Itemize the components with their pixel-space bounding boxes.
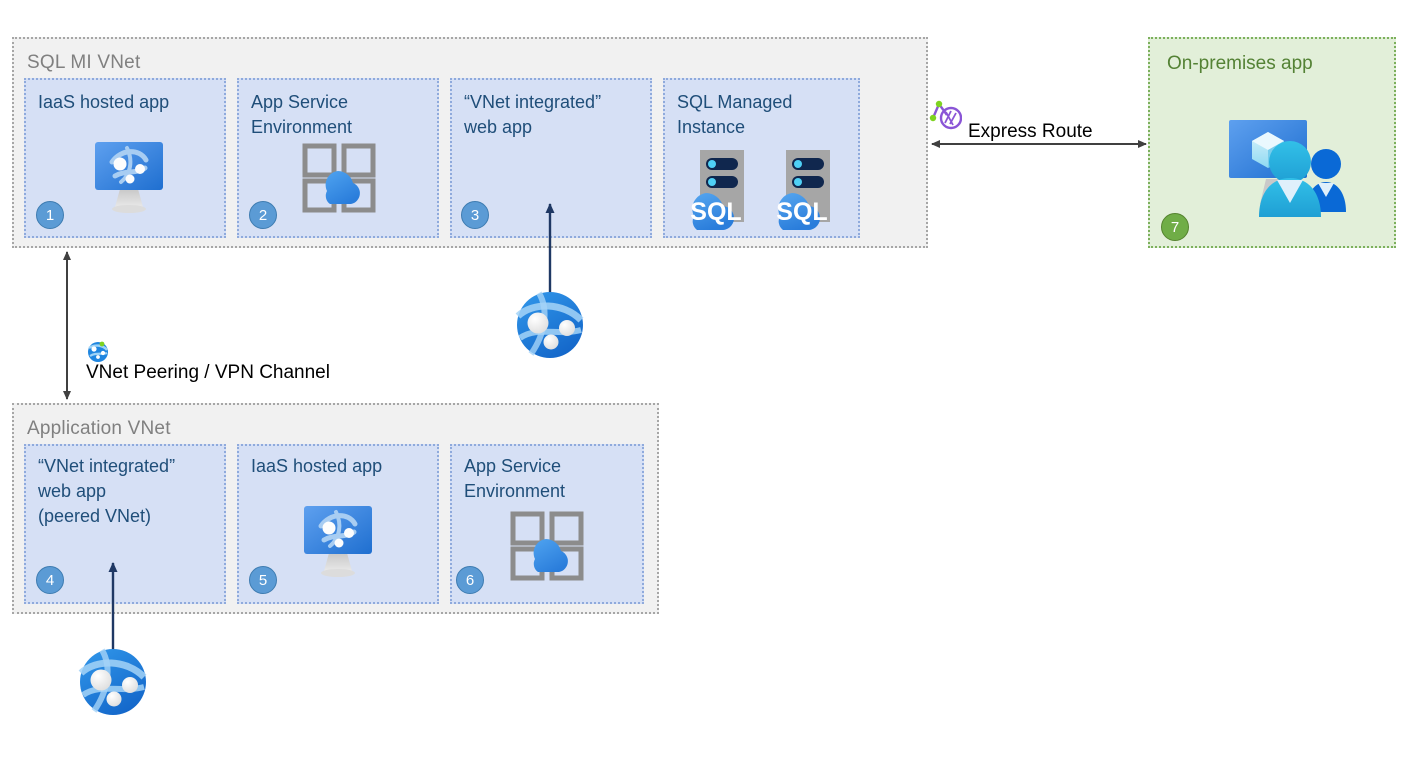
badge-6: 6 <box>456 566 484 594</box>
express-route-icon <box>928 100 963 130</box>
card-label-app-service-environment-bottom: App Service Environment <box>464 456 566 501</box>
azure-vnet-globe-icon-bottom <box>78 647 148 717</box>
app-service-environment-icon <box>300 142 378 214</box>
card-label-app-service-environment-top: App Service Environment <box>251 92 353 137</box>
azure-vnet-globe-icon-top <box>515 290 585 360</box>
card-label-vnet-integrated-web-app-peered: “VNet integrated” web app (peered VNet) <box>38 456 176 526</box>
badge-7: 7 <box>1161 213 1189 241</box>
vnet-peering-globe-icon <box>86 339 110 363</box>
on-premises-users-monitor-icon <box>1214 112 1354 220</box>
card-label-iaas-hosted-app-top: IaaS hosted app <box>38 92 170 112</box>
on-premises-title: On-premises app <box>1167 53 1313 74</box>
app-service-environment-icon-bottom <box>508 510 586 582</box>
badge-4: 4 <box>36 566 64 594</box>
azure-vm-monitor-icon-bottom <box>299 501 377 579</box>
card-label-sql-managed-instance: SQL Managed Instance <box>677 92 793 137</box>
badge-1: 1 <box>36 201 64 229</box>
azure-vm-monitor-icon <box>90 137 168 215</box>
svg-text:SQL: SQL <box>776 198 827 226</box>
sql-managed-instance-icon: SQL SQL <box>686 148 858 231</box>
badge-5: 5 <box>249 566 277 594</box>
vnet-peering-label: VNet Peering / VPN Channel <box>86 362 330 383</box>
badge-3: 3 <box>461 201 489 229</box>
sql-mi-vnet-title: SQL MI VNet <box>27 52 141 73</box>
svg-text:SQL: SQL <box>690 198 741 226</box>
badge-2: 2 <box>249 201 277 229</box>
express-route-label: Express Route <box>968 121 1093 142</box>
application-vnet-title: Application VNet <box>27 418 171 439</box>
card-label-vnet-integrated-web-app-top: “VNet integrated” web app <box>464 92 602 137</box>
card-label-iaas-hosted-app-bottom: IaaS hosted app <box>251 456 383 476</box>
